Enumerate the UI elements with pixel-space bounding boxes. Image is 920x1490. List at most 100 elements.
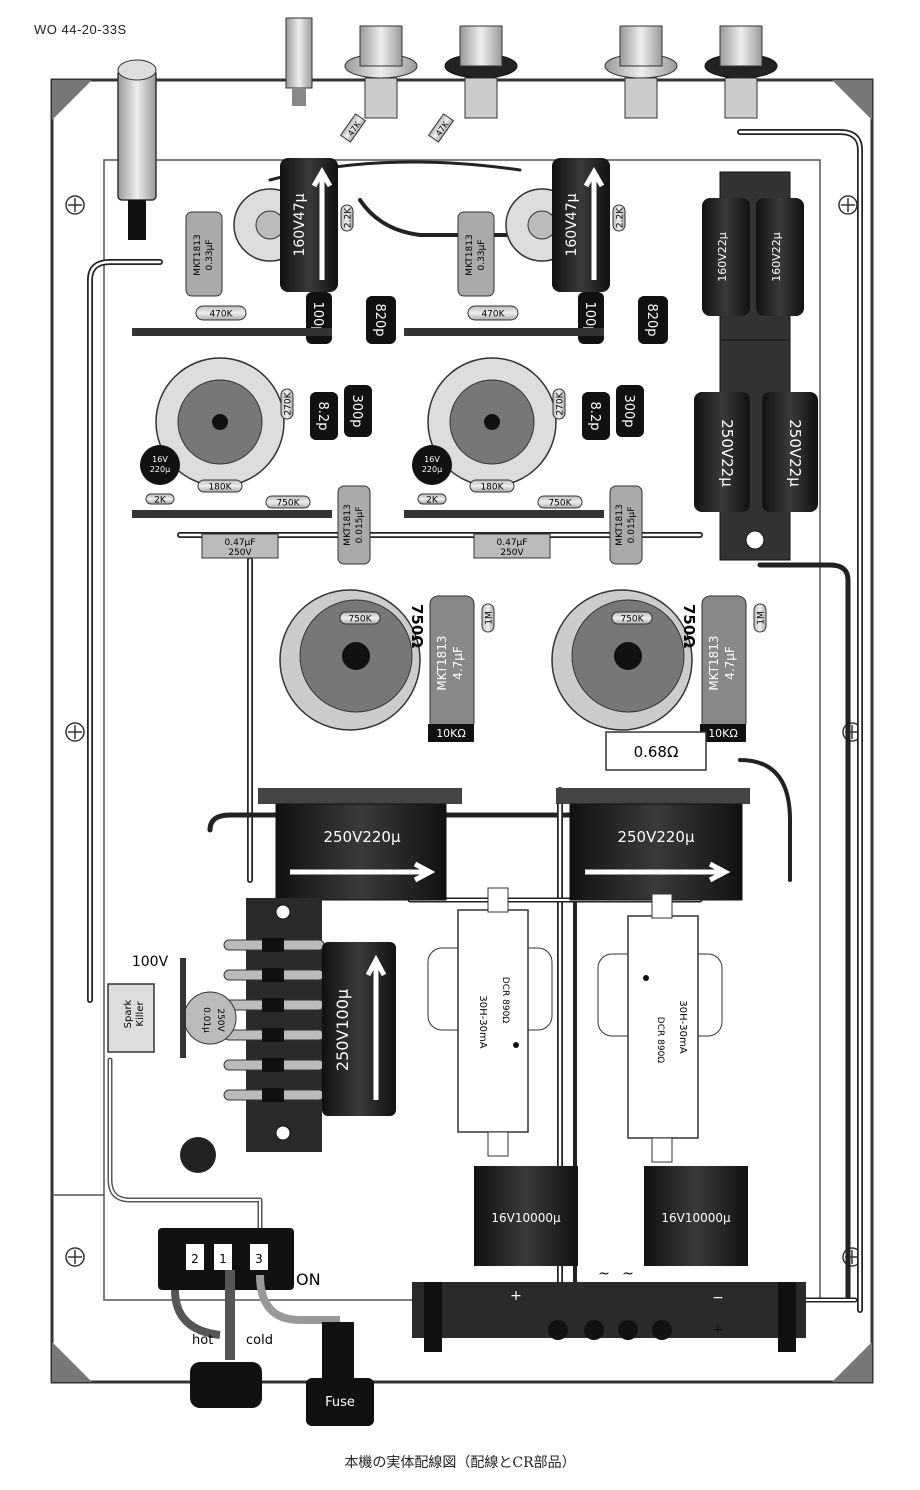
svg-text:250V: 250V	[215, 1008, 225, 1032]
svg-text:~: ~	[598, 1266, 610, 1282]
svg-text:16V: 16V	[424, 455, 440, 464]
svg-text:270K: 270K	[284, 391, 294, 415]
resistor-0-68ohm: 0.68Ω	[605, 731, 707, 771]
svg-text:30H-30mA: 30H-30mA	[477, 995, 488, 1048]
diode-icon	[223, 1058, 325, 1072]
svg-text:100p: 100p	[310, 301, 325, 334]
resistor-750-vertical: 750Ω	[408, 604, 426, 648]
model-code: WO 44-20-33S	[34, 22, 127, 37]
svg-text:2.2K: 2.2K	[344, 207, 354, 228]
svg-text:250V100μ: 250V100μ	[333, 989, 352, 1071]
svg-text:16V: 16V	[152, 455, 168, 464]
capacitor-8-2p: 8.2p	[582, 392, 610, 440]
svg-text:0.015μF: 0.015μF	[355, 507, 365, 544]
capacitor-300p: 300p	[616, 385, 644, 437]
resistor-750k: 750K	[537, 495, 583, 509]
svg-text:470K: 470K	[209, 310, 233, 320]
svg-text:0.68Ω: 0.68Ω	[634, 743, 679, 761]
svg-text:DCR 890Ω: DCR 890Ω	[500, 977, 510, 1024]
resistor-180k: 180K	[469, 479, 515, 493]
capacitor-160v47: 160V47μ	[552, 158, 610, 292]
top-connectors: 47K 47K	[117, 17, 778, 240]
screw-hole-icon	[65, 1247, 85, 1267]
resistor-10k: 10KΩ	[700, 724, 746, 742]
label-100v: 100V	[132, 954, 169, 970]
svg-text:0.01μ: 0.01μ	[201, 1007, 211, 1033]
svg-text:470K: 470K	[481, 310, 505, 320]
tube-socket-large	[404, 328, 604, 518]
svg-text:250V220μ: 250V220μ	[323, 828, 401, 846]
svg-text:+: +	[712, 1322, 724, 1338]
svg-text:1: 1	[219, 1252, 227, 1266]
svg-text:750K: 750K	[548, 499, 572, 509]
power-supply-caps: 160V22μ 160V22μ 250V22μ 250V22μ	[694, 171, 818, 561]
capacitor-8-2p: 8.2p	[310, 392, 338, 440]
svg-text:0.015μF: 0.015μF	[627, 507, 637, 544]
svg-text:100p: 100p	[582, 301, 597, 334]
power-switch[interactable]: 2 1 3 ON	[158, 1228, 321, 1290]
svg-text:750K: 750K	[276, 499, 300, 509]
svg-text:180K: 180K	[480, 483, 504, 493]
led-indicator-icon	[117, 59, 157, 240]
ac-cord	[171, 1270, 340, 1360]
resistor-270k: 270K	[552, 388, 566, 420]
svg-text:1M: 1M	[757, 611, 767, 625]
on-label: ON	[296, 1270, 321, 1289]
diode-icon	[223, 968, 325, 982]
capacitor-160v22: 160V22μ	[756, 198, 804, 316]
resistor-2-2k: 2.2K	[612, 204, 626, 232]
svg-text:MKT1813: MKT1813	[435, 635, 449, 690]
svg-text:180K: 180K	[208, 483, 232, 493]
svg-text:MKT1813: MKT1813	[707, 635, 721, 690]
svg-text:4.7μF: 4.7μF	[723, 646, 737, 680]
capacitor-250v220-left: 250V220μ	[258, 788, 462, 901]
diode-icon	[223, 1028, 325, 1042]
capacitor-160v22: 160V22μ	[702, 198, 750, 316]
svg-text:300p: 300p	[621, 394, 636, 427]
svg-text:DCR 890Ω: DCR 890Ω	[655, 1017, 665, 1064]
svg-text:2K: 2K	[426, 496, 439, 506]
spark-killer-label-1: Spark	[123, 999, 134, 1028]
svg-text:30H-30mA: 30H-30mA	[677, 1000, 688, 1053]
svg-text:270K: 270K	[556, 391, 566, 415]
fuse-holder-icon: Fuse	[306, 1322, 374, 1426]
svg-text:160V22μ: 160V22μ	[716, 232, 729, 282]
capacitor-100p: 100p	[306, 292, 332, 344]
svg-text:10KΩ: 10KΩ	[708, 727, 738, 740]
rca-jack-icon	[704, 25, 778, 119]
rectifier-board	[223, 898, 325, 1152]
tube-socket-large	[132, 328, 332, 518]
svg-text:300p: 300p	[349, 394, 364, 427]
resistor-270k: 270K	[280, 388, 294, 420]
terminal-strip: + − + ~ ~	[412, 1266, 806, 1352]
svg-text:1M: 1M	[485, 611, 495, 625]
resistor-470k: 470K	[467, 305, 519, 321]
resistor-750k-grid: 750K	[339, 611, 381, 625]
svg-text:MKT1813: MKT1813	[193, 234, 203, 275]
svg-text:2K: 2K	[154, 496, 167, 506]
figure-caption: 本機の実体配線図（配線とCR部品）	[344, 1455, 576, 1471]
rca-jack-icon	[344, 25, 418, 119]
spark-killer: Spark Killer 100V	[107, 954, 186, 1058]
rca-jack-icon	[604, 25, 678, 119]
resistor-180k: 180K	[197, 479, 243, 493]
svg-text:220μ: 220μ	[150, 465, 170, 474]
resistor-1m: 1M	[753, 603, 767, 633]
capacitor-250v100: 250V100μ	[322, 942, 396, 1116]
resistor-750k-grid: 750K	[611, 611, 653, 625]
capacitor-160v47: 160V47μ	[280, 158, 338, 292]
binding-post-icon	[285, 17, 313, 106]
svg-text:160V47μ: 160V47μ	[292, 193, 308, 256]
svg-text:4.7μF: 4.7μF	[451, 646, 465, 680]
choke-right: 30H-30mA DCR 890Ω	[597, 893, 723, 1163]
